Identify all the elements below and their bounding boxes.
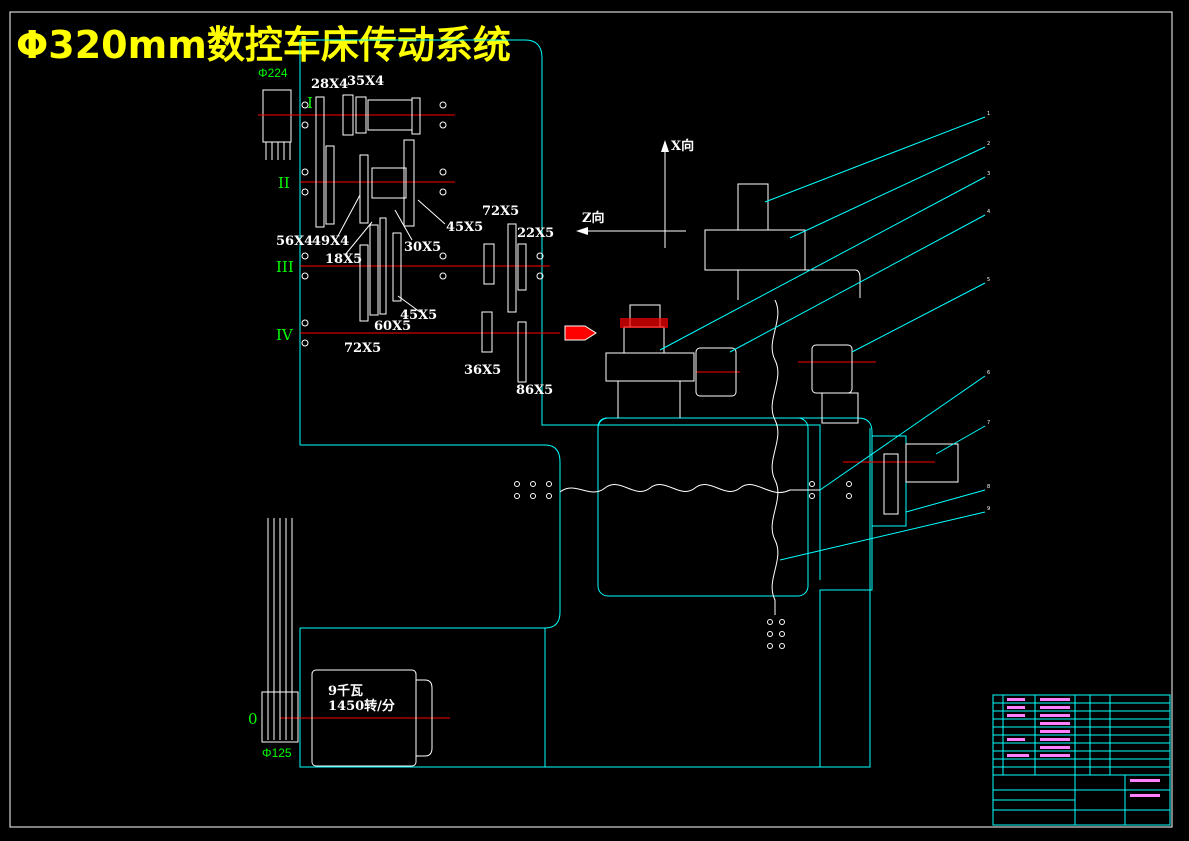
x-axis-arrow [661,140,669,152]
bed-floor-line [545,428,871,768]
motor [311,669,433,767]
gear-label-60x5: 60X5 [374,319,411,334]
gear-label-72x5-b: 72X5 [344,341,381,356]
callout-3: 3 [987,171,990,177]
gear-leaders [337,194,446,313]
callout-leaders [659,116,986,561]
cross-screw [771,299,779,615]
apron-box [597,417,809,597]
x-axis-label: X向 [671,138,694,154]
motor-power: 9千瓦 [328,683,363,699]
gear-label-56x4: 56X4 [276,234,313,249]
gear-label-36x5: 36X5 [464,363,501,378]
drawing-border [9,11,1173,828]
callout-4: 4 [987,209,990,215]
z-axis-arrow [576,227,588,235]
gears-upper [315,94,527,383]
shaft-label-IV: IV [276,326,294,344]
gear-label-28x4: 28X4 [311,77,348,92]
gear-label-72x5-a: 72X5 [482,204,519,219]
bed-block [300,444,561,629]
top-pulley-grooves [265,142,291,160]
drawing-title: Φ320mm数控车床传动系统 [16,23,511,67]
gear-label-18x5: 18X5 [325,252,362,267]
gear-label-45x5-b: 45X5 [400,308,437,323]
callout-1: 1 [987,111,990,117]
tool-holder [620,318,668,328]
tool-post [605,183,959,515]
gear-label-35x4: 35X4 [347,74,384,89]
bearings [301,101,544,347]
bed-base [299,628,546,768]
shaft-label-II: II [278,174,290,192]
z-axis-label: Z向 [582,210,605,226]
headstock-outline [300,39,821,580]
shaft-label-0: 0 [248,710,258,728]
callout-8: 8 [987,484,990,490]
top-pulley [262,89,292,143]
spindle-nose [564,325,597,341]
carriage-outline [597,417,873,767]
gear-label-49x4: 49X4 [312,234,349,249]
belt-drive [261,518,299,743]
gear-label-30x5: 30X5 [404,240,441,255]
shaft-label-I: I [307,94,313,112]
gear-label-86x5: 86X5 [516,383,553,398]
screw-bearings [514,481,852,649]
callout-2: 2 [987,141,990,147]
pulley-top-label: Φ224 [258,66,288,80]
callout-numbers: 1 2 3 4 5 6 7 8 9 [987,111,990,512]
title-block [992,694,1171,826]
gear-label-45x5-a: 45X5 [446,220,483,235]
callout-5: 5 [987,277,990,283]
shaft-label-III: III [276,258,294,276]
feed-motor-box [871,435,907,527]
callout-6: 6 [987,370,990,376]
gear-label-22x5: 22X5 [517,226,554,241]
callout-9: 9 [987,506,990,512]
motor-speed: 1450转/分 [328,698,395,714]
lead-screw [559,484,820,493]
callout-7: 7 [987,420,990,426]
pulley-bottom-label: Φ125 [262,746,292,760]
